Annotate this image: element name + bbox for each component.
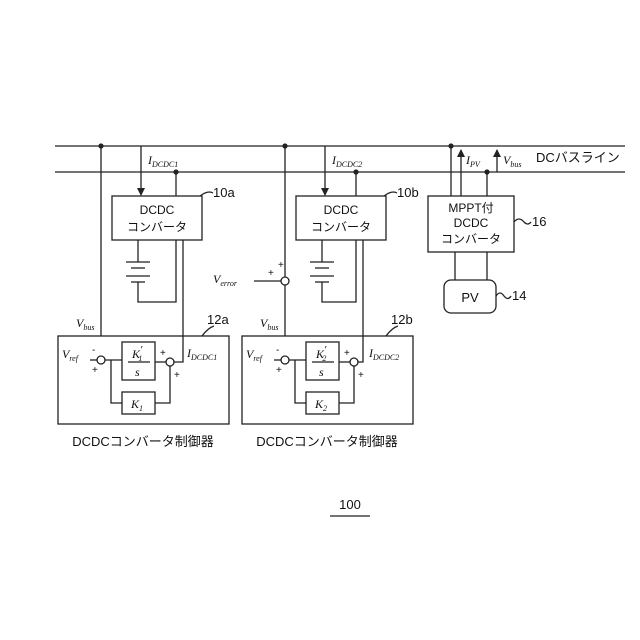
sum-junction-b1 [281, 356, 289, 364]
sign-minus: - [92, 345, 95, 356]
sign-plus: + [160, 348, 166, 359]
ipv-bus-label: IPV [465, 153, 481, 169]
idcdc2-bus-label: IDCDC2 [331, 153, 362, 169]
sum-junction-a2 [166, 358, 174, 366]
pv-label: PV [461, 290, 479, 305]
sign-plus: + [358, 370, 364, 381]
controller-a-vbus-label: Vbus [76, 316, 94, 332]
sign-plus: + [276, 365, 282, 376]
ki-b-num: K′2 [315, 344, 327, 363]
sum-junction-a1 [97, 356, 105, 364]
ki-b-den: s [319, 365, 324, 379]
pv-ref-leader [496, 293, 511, 299]
converter-a-line1: DCDC [140, 203, 175, 217]
bus-label: DCバスライン [536, 150, 620, 165]
mppt-ref-leader [514, 219, 531, 224]
sign-minus: - [276, 345, 279, 356]
mppt-line2: DCDC [454, 216, 489, 230]
sign-plus: + [278, 260, 284, 271]
converter-b-ref: 10b [397, 185, 419, 200]
mppt-ref: 16 [532, 214, 546, 229]
ki-a-num: K′1 [131, 344, 143, 363]
converter-b-ref-leader [384, 192, 397, 196]
controller-a-caption: DCDCコンバータ制御器 [72, 434, 214, 449]
controller-b-ref: 12b [391, 312, 413, 327]
idcdc1-bus-label: IDCDC1 [147, 153, 178, 169]
converter-a-line2: コンバータ [127, 220, 187, 234]
mppt-line1: MPPT付 [448, 201, 493, 215]
verror-label: Verror [213, 272, 238, 288]
sign-plus: + [344, 348, 350, 359]
converter-b-line1: DCDC [324, 203, 359, 217]
battery-b-return [322, 240, 356, 302]
controller-b-vbus-label: Vbus [260, 316, 278, 332]
converter-a-ref-leader [200, 192, 213, 196]
sign-plus: + [174, 370, 180, 381]
controller-b-caption: DCDCコンバータ制御器 [256, 434, 398, 449]
sum-junction-b2 [350, 358, 358, 366]
converter-a-ref: 10a [213, 185, 235, 200]
battery-a-return [138, 240, 176, 302]
figure-number: 100 [339, 497, 361, 512]
sign-plus: + [92, 365, 98, 376]
converter-b-line2: コンバータ [311, 220, 371, 234]
vbus-bus-label: Vbus [503, 153, 521, 169]
ki-a-den: s [135, 365, 140, 379]
sum-junction-error [281, 277, 289, 285]
mppt-line3: コンバータ [441, 232, 501, 246]
controller-a-ref: 12a [207, 312, 229, 327]
controller-a-ref-leader [202, 326, 214, 336]
controller-b-ref-leader [386, 326, 398, 336]
sign-plus: + [268, 268, 274, 279]
pv-ref: 14 [512, 288, 526, 303]
